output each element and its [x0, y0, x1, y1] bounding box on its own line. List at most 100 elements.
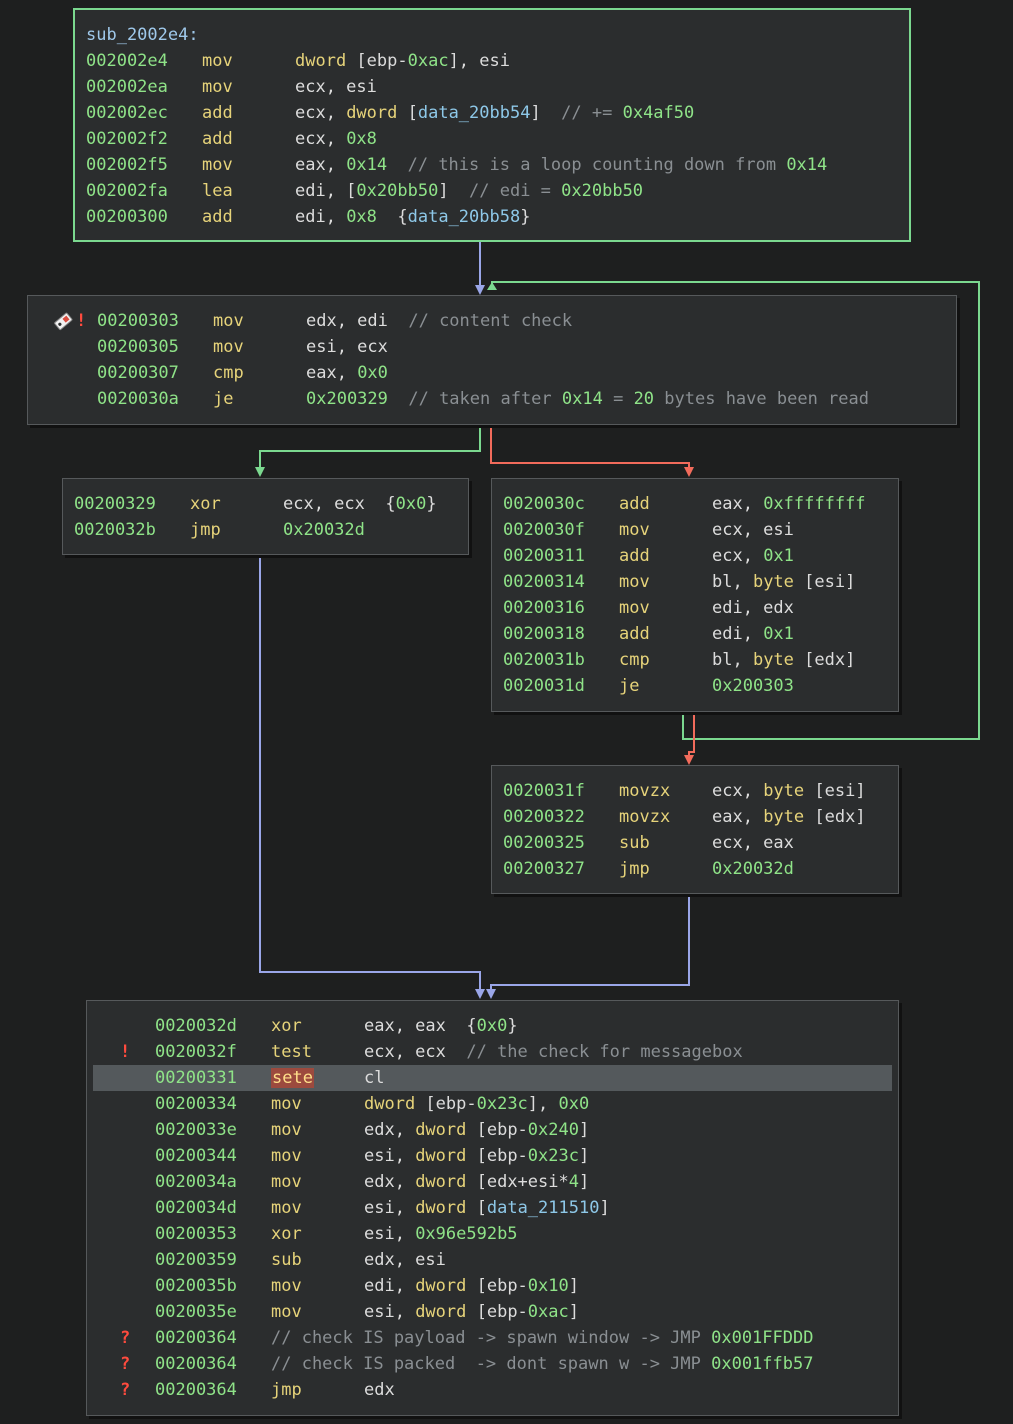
instruction-address[interactable]: 00200316 — [503, 598, 585, 618]
instruction-mnemonic[interactable]: mov — [619, 598, 650, 618]
instruction-operands[interactable]: edi, edx — [712, 595, 794, 621]
instruction-address[interactable]: 00200334 — [155, 1094, 237, 1114]
instruction-operands[interactable]: 0x200329 // taken after 0x14 = 20 bytes … — [306, 386, 869, 412]
instruction-address[interactable]: 0020032d — [155, 1016, 237, 1036]
instruction-operands[interactable]: eax, 0x0 — [306, 360, 388, 386]
instruction-operands[interactable]: edx, edi // content check — [306, 308, 572, 334]
instruction-address[interactable]: 00200318 — [503, 624, 585, 644]
instruction-address[interactable]: 00200303 — [97, 311, 179, 331]
instruction-mnemonic[interactable]: jmp — [190, 520, 221, 540]
instruction-mnemonic[interactable]: mov — [213, 311, 244, 331]
instruction-operands[interactable]: eax, eax {0x0} — [364, 1013, 518, 1039]
instruction-mnemonic[interactable]: mov — [213, 337, 244, 357]
instruction-address[interactable]: 0020031b — [503, 650, 585, 670]
instruction-operands[interactable]: 0x200303 — [712, 673, 794, 699]
instruction-address[interactable]: 00200314 — [503, 572, 585, 592]
instruction-operands[interactable]: eax, 0x14 // this is a loop counting dow… — [295, 152, 827, 178]
instruction-operands[interactable]: ecx, 0x1 — [712, 543, 794, 569]
instruction-operands[interactable]: eax, byte [edx] — [712, 804, 866, 830]
instruction-operands[interactable]: eax, 0xffffffff — [712, 491, 866, 517]
instruction-operands[interactable]: ecx, ecx // the check for messagebox — [364, 1039, 743, 1065]
instruction-operands[interactable]: ecx, esi — [712, 517, 794, 543]
instruction-operands[interactable]: esi, dword [data_211510] — [364, 1195, 610, 1221]
comment-text[interactable]: // check IS packed -> dont spawn w -> JM… — [271, 1351, 813, 1377]
instruction-address[interactable]: 00200364 — [155, 1380, 237, 1400]
instruction-address[interactable]: 00200311 — [503, 546, 585, 566]
instruction-mnemonic[interactable]: mov — [619, 572, 650, 592]
instruction-mnemonic[interactable]: mov — [271, 1198, 302, 1218]
comment-text[interactable]: // check IS payload -> spawn window -> J… — [271, 1325, 813, 1351]
instruction-mnemonic[interactable]: mov — [271, 1302, 302, 1322]
instruction-operands[interactable]: ecx, 0x8 — [295, 126, 377, 152]
instruction-mnemonic[interactable]: add — [619, 546, 650, 566]
instruction-mnemonic[interactable]: xor — [271, 1224, 302, 1244]
instruction-address[interactable]: 00200331 — [155, 1068, 237, 1088]
instruction-mnemonic[interactable]: xor — [190, 494, 221, 514]
instruction-address[interactable]: 00200325 — [503, 833, 585, 853]
instruction-mnemonic[interactable]: add — [619, 624, 650, 644]
instruction-address[interactable]: 0020034a — [155, 1172, 237, 1192]
instruction-operands[interactable]: bl, byte [edx] — [712, 647, 855, 673]
instruction-row[interactable]: 00200307 cmp eax, 0x0 — [28, 360, 956, 386]
instruction-address[interactable]: 00200327 — [503, 859, 585, 879]
instruction-row[interactable]: ?00200364// check IS packed -> dont spaw… — [87, 1351, 898, 1377]
instruction-address[interactable]: 00200359 — [155, 1250, 237, 1270]
instruction-address[interactable]: 002002f2 — [86, 129, 168, 149]
instruction-address[interactable]: 0020030c — [503, 494, 585, 514]
instruction-mnemonic[interactable]: jmp — [271, 1380, 302, 1400]
instruction-address[interactable]: 002002e4 — [86, 51, 168, 71]
instruction-address[interactable]: 0020031f — [503, 781, 585, 801]
instruction-mnemonic[interactable]: movzx — [619, 781, 671, 801]
instruction-address[interactable]: 00200322 — [503, 807, 585, 827]
instruction-mnemonic[interactable]: sub — [271, 1250, 302, 1270]
instruction-address[interactable]: 00200329 — [74, 494, 156, 514]
instruction-operands[interactable]: esi, dword [ebp-0x23c] — [364, 1143, 589, 1169]
instruction-address[interactable]: 00200307 — [97, 363, 179, 383]
instruction-operands[interactable]: esi, ecx — [306, 334, 388, 360]
instruction-address[interactable]: 002002ec — [86, 103, 168, 123]
instruction-mnemonic[interactable]: mov — [271, 1120, 302, 1140]
instruction-mnemonic[interactable]: cmp — [619, 650, 650, 670]
instruction-row[interactable]: 00200303 mov edx, edi // content check — [28, 308, 956, 334]
instruction-mnemonic[interactable]: sete — [271, 1068, 314, 1088]
instruction-operands[interactable]: ecx, eax — [712, 830, 794, 856]
instruction-operands[interactable]: edi, [0x20bb50] // edi = 0x20bb50 — [295, 178, 643, 204]
instruction-mnemonic[interactable]: cmp — [213, 363, 244, 383]
instruction-mnemonic[interactable]: mov — [271, 1146, 302, 1166]
instruction-operands[interactable]: bl, byte [esi] — [712, 569, 855, 595]
instruction-mnemonic[interactable]: add — [619, 494, 650, 514]
instruction-address[interactable]: 0020035b — [155, 1276, 237, 1296]
instruction-operands[interactable]: ecx, esi — [295, 74, 377, 100]
function-label[interactable]: sub_2002e4: — [86, 25, 199, 45]
instruction-address[interactable]: 0020030a — [97, 389, 179, 409]
instruction-mnemonic[interactable]: mov — [619, 520, 650, 540]
instruction-operands[interactable]: esi, 0x96e592b5 — [364, 1221, 518, 1247]
instruction-address[interactable]: 0020034d — [155, 1198, 237, 1218]
instruction-mnemonic[interactable]: mov — [271, 1172, 302, 1192]
instruction-operands[interactable]: esi, dword [ebp-0xac] — [364, 1299, 579, 1325]
instruction-address[interactable]: 002002fa — [86, 181, 168, 201]
instruction-address[interactable]: 0020033e — [155, 1120, 237, 1140]
instruction-row[interactable]: 0020034d mov esi, dword [data_211510] — [87, 1195, 898, 1221]
instruction-address[interactable]: 00200364 — [155, 1328, 237, 1348]
instruction-mnemonic[interactable]: mov — [271, 1094, 302, 1114]
instruction-mnemonic[interactable]: add — [202, 103, 233, 123]
instruction-mnemonic[interactable]: mov — [202, 77, 233, 97]
instruction-row[interactable]: 0020030c add eax, 0xffffffff — [492, 491, 898, 517]
instruction-row[interactable]: 0020031b cmp bl, byte [edx] — [492, 647, 898, 673]
